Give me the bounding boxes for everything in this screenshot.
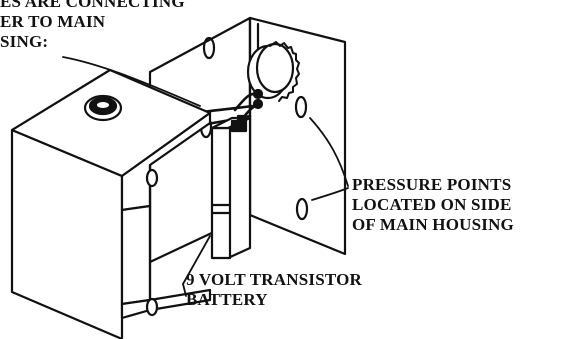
wires-label-line: ES ARE CONNECTING (0, 0, 185, 11)
battery-label-line: 9 VOLT TRANSISTOR (186, 270, 362, 289)
battery-label: 9 VOLT TRANSISTOR BATTERY (186, 270, 362, 310)
mounting-hole (202, 36, 216, 60)
battery-clip (10, 68, 212, 339)
pressure-point-hole (295, 197, 309, 221)
pressure-point-hole (294, 95, 308, 119)
pressure-points-label-line: OF MAIN HOUSING (352, 215, 514, 234)
battery (210, 114, 252, 260)
wires-label-line: SING: (0, 32, 49, 51)
leader-lines (62, 56, 349, 297)
pressure-points-label-line: LOCATED ON SIDE (352, 195, 512, 214)
wires-label-line: ER TO MAIN (0, 12, 106, 31)
pressure-points-label-line: PRESSURE POINTS (352, 175, 512, 194)
pressure-points-label: PRESSURE POINTS LOCATED ON SIDE OF MAIN … (352, 175, 514, 235)
battery-label-line: BATTERY (186, 290, 268, 309)
wires-label: ES ARE CONNECTING ER TO MAIN SING: (0, 0, 185, 52)
